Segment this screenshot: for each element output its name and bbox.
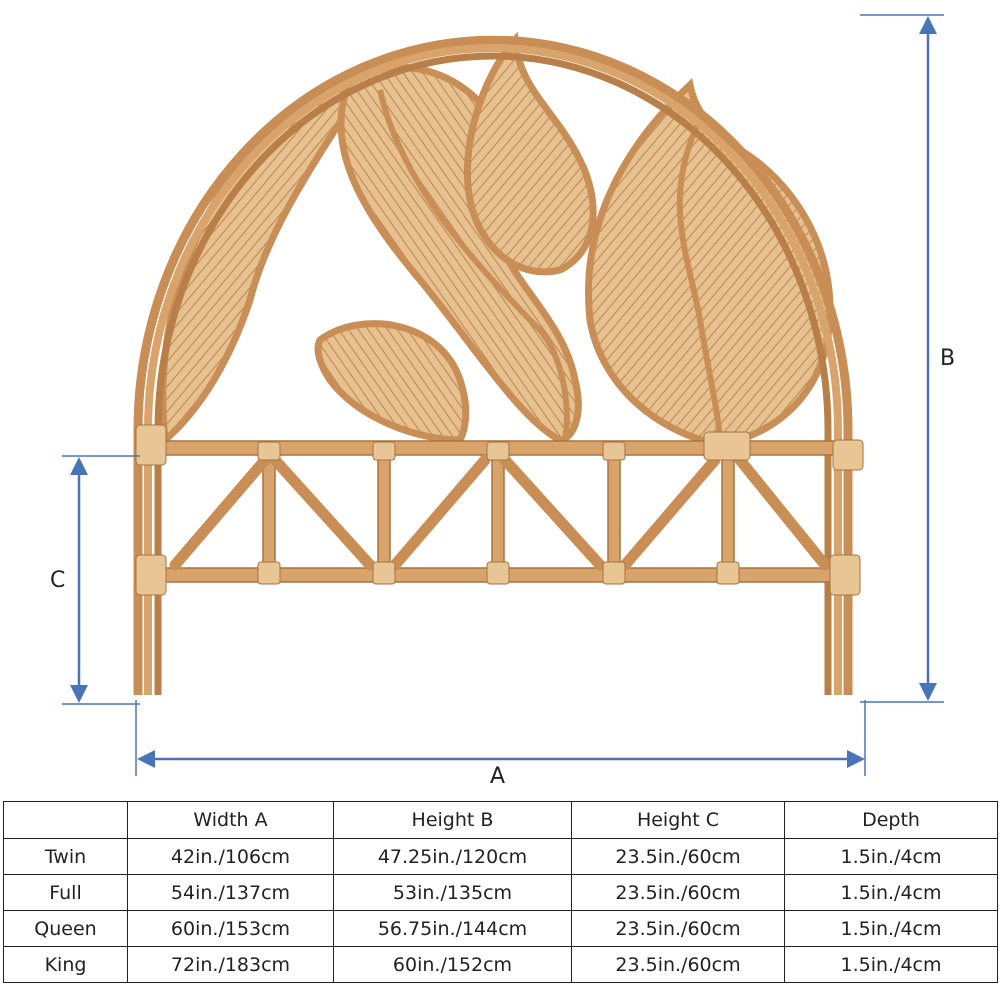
width-a-value: 72in./183cm [127, 946, 334, 983]
leaf-center-vein [377, 89, 570, 441]
height-c-value: 23.5in./60cm [571, 946, 785, 983]
vertical-struts [262, 454, 735, 569]
table-row: King 72in./183cm 60in./152cm 23.5in./60c… [3, 946, 998, 983]
table-header-row: Width A Height B Height C Depth [3, 801, 998, 839]
diagonal-struts [169, 454, 831, 571]
rattan-frame [133, 35, 853, 695]
leaf-small [314, 320, 470, 444]
size-dimensions-table: Width A Height B Height C Depth Twin 42i… [3, 801, 998, 983]
header-size [3, 801, 128, 839]
header-height-b: Height B [333, 801, 572, 839]
height-b-value: 53in./135cm [333, 874, 572, 911]
arch-middle [144, 44, 842, 695]
height-b-value: 47.25in./120cm [333, 838, 572, 875]
arch-inner [154, 52, 832, 695]
leaf-panel [159, 31, 834, 449]
leaf-right-vein [676, 118, 723, 446]
leaf-center-tip [464, 31, 597, 276]
dimension-lines [62, 14, 944, 776]
size-name: Full [3, 874, 128, 911]
dimension-c-arrow-bottom [70, 685, 88, 703]
header-width-a: Width A [127, 801, 334, 839]
depth-value: 1.5in./4cm [784, 874, 998, 911]
dimension-c-arrow-top [70, 457, 88, 475]
header-height-c: Height C [571, 801, 785, 839]
headboard-dimension-drawing [62, 14, 944, 776]
dimension-label-a: A [490, 764, 506, 789]
depth-value: 1.5in./4cm [784, 838, 998, 875]
size-name: Twin [3, 838, 128, 875]
table-row: Queen 60in./153cm 56.75in./144cm 23.5in.… [3, 910, 998, 947]
depth-value: 1.5in./4cm [784, 910, 998, 947]
width-a-value: 42in./106cm [127, 838, 334, 875]
height-c-value: 23.5in./60cm [571, 874, 785, 911]
height-b-value: 56.75in./144cm [333, 910, 572, 947]
dimension-label-c: C [50, 568, 66, 593]
height-c-value: 23.5in./60cm [571, 838, 785, 875]
width-a-value: 60in./153cm [127, 910, 334, 947]
dimension-label-b: B [940, 346, 956, 371]
dimension-a-arrow-right [847, 750, 865, 768]
height-c-value: 23.5in./60cm [571, 910, 785, 947]
lower-lattice [135, 424, 864, 596]
height-b-value: 60in./152cm [333, 946, 572, 983]
depth-value: 1.5in./4cm [784, 946, 998, 983]
width-a-value: 54in./137cm [127, 874, 334, 911]
header-depth: Depth [784, 801, 998, 839]
dimension-b-arrow-bottom [919, 683, 937, 701]
table-row: Full 54in./137cm 53in./135cm 23.5in./60c… [3, 874, 998, 911]
table-row: Twin 42in./106cm 47.25in./120cm 23.5in./… [3, 838, 998, 875]
size-name: King [3, 946, 128, 983]
bindings [135, 424, 864, 596]
dimension-b-arrow-top [919, 16, 937, 34]
size-name: Queen [3, 910, 128, 947]
dimension-a-arrow-left [137, 750, 155, 768]
arch-outer [133, 35, 853, 695]
